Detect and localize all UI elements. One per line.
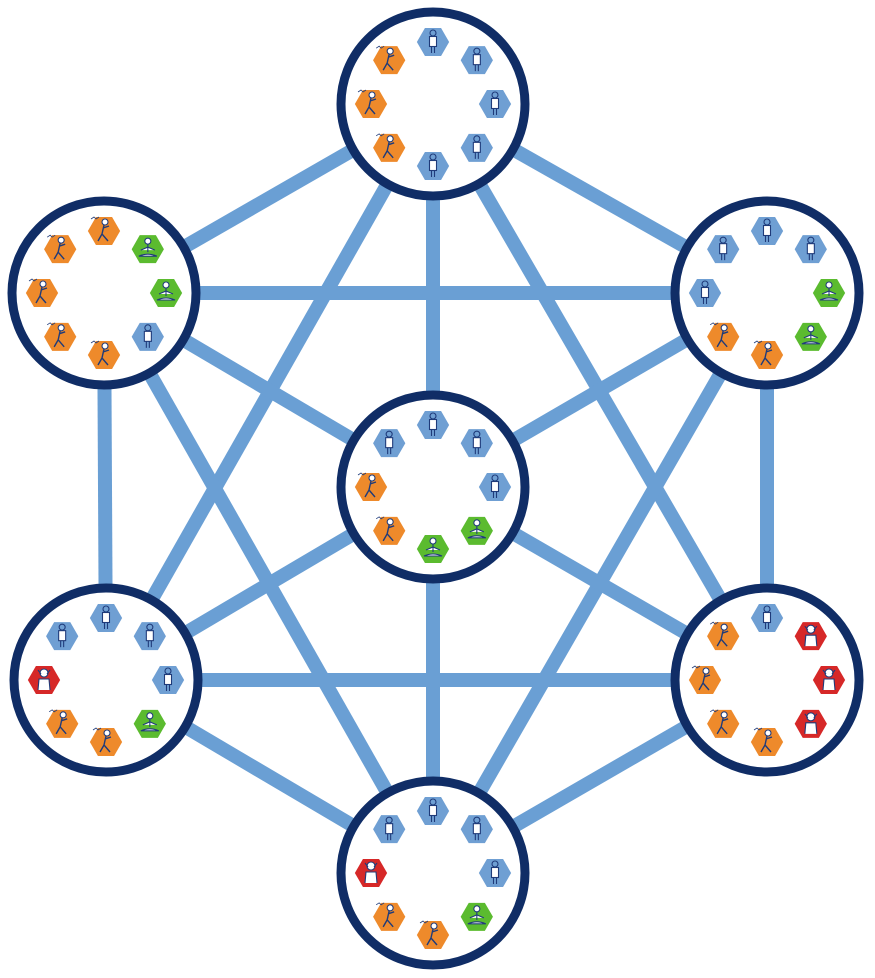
standing-person-icon [371,813,408,845]
meditating-person-icon [129,233,166,265]
meditating-person-icon [415,533,451,565]
walking-person-icon [42,233,79,265]
standing-person-icon [749,602,785,634]
walking-person-icon [371,515,408,547]
standing-person-icon [477,88,513,120]
meditating-person-icon [811,277,847,309]
standing-person-icon [792,233,829,265]
node-lower-right [670,583,864,777]
walking-person-icon [749,726,785,758]
standing-person-icon [415,409,451,441]
node-lower-left [9,583,203,777]
walking-person-icon [353,471,389,503]
node-top [336,7,530,201]
standing-person-icon [415,795,451,827]
walking-person-icon [24,277,60,309]
walking-person-icon [687,664,723,696]
standing-person-icon [477,471,513,503]
standing-person-icon [458,427,495,459]
meditating-person-icon [458,901,495,933]
standing-person-icon [477,857,513,889]
walking-person-icon [415,919,451,951]
standing-person-icon [687,277,723,309]
walking-person-icon [371,901,408,933]
walking-person-icon [42,321,79,353]
walking-person-icon [353,88,389,120]
nodes-layer [7,7,864,970]
walking-person-icon [86,215,122,247]
walking-person-icon [371,44,408,76]
standing-person-icon [371,427,408,459]
walking-person-icon [705,620,742,652]
stressed-person-icon [811,664,847,696]
standing-person-icon [415,26,451,58]
standing-person-icon [458,44,495,76]
meditating-person-icon [148,277,184,309]
node-upper-left [7,196,201,390]
standing-person-icon [705,233,742,265]
walking-person-icon [705,708,742,740]
standing-person-icon [131,620,168,652]
standing-person-icon [150,664,186,696]
walking-person-icon [44,708,81,740]
walking-person-icon [749,339,785,371]
standing-person-icon [458,813,495,845]
stressed-person-icon [353,857,389,889]
meditating-person-icon [131,708,168,740]
standing-person-icon [749,215,785,247]
standing-person-icon [44,620,81,652]
node-bottom [336,776,530,970]
walking-person-icon [705,321,742,353]
standing-person-icon [88,602,124,634]
standing-person-icon [458,132,495,164]
standing-person-icon [415,150,451,182]
meditating-person-icon [792,321,829,353]
standing-person-icon [129,321,166,353]
stressed-person-icon [792,708,829,740]
walking-person-icon [371,132,408,164]
node-center [336,390,530,584]
walking-person-icon [86,339,122,371]
node-upper-right [670,196,864,390]
walking-person-icon [88,726,124,758]
stressed-person-icon [26,664,62,696]
meditating-person-icon [458,515,495,547]
stressed-person-icon [792,620,829,652]
